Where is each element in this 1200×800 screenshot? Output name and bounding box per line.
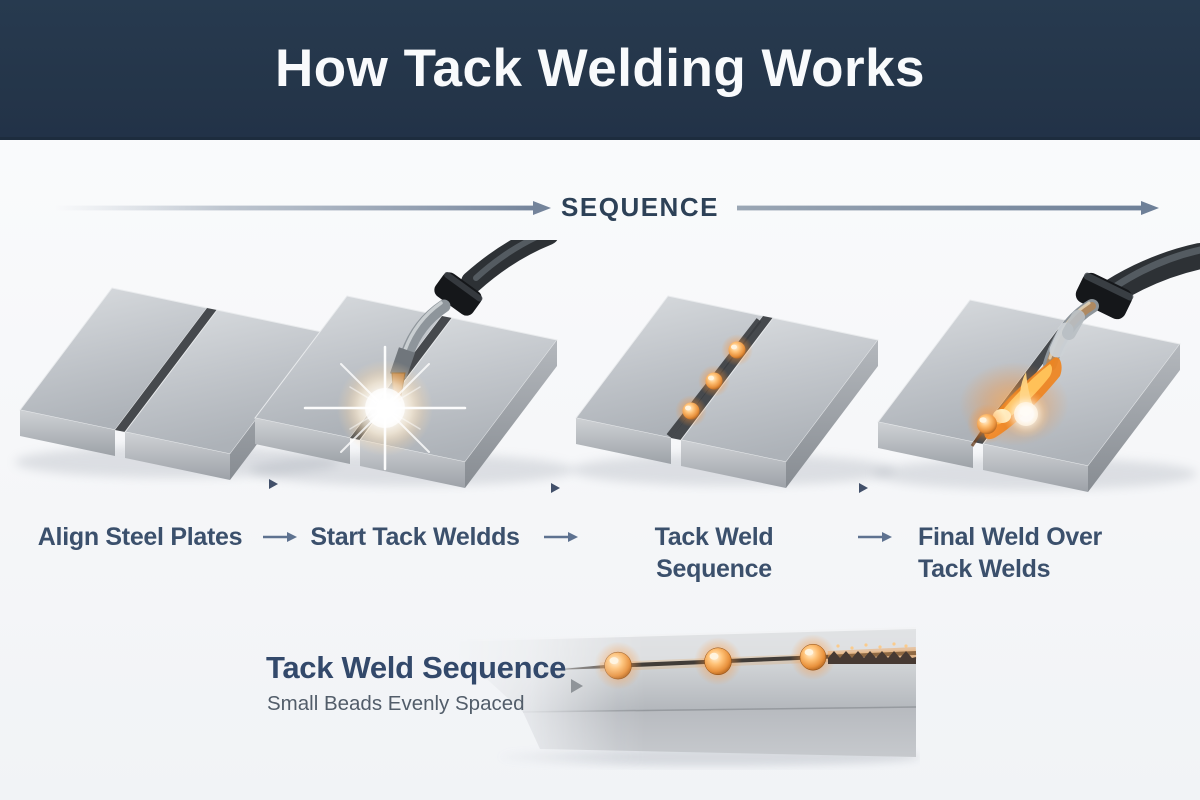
detail-title: Tack Weld Sequence: [266, 650, 567, 685]
detail-weld-bead-icon: [594, 641, 642, 690]
tack-weld-bead-icon: [721, 334, 753, 366]
step-label-start-tack-welds: Start Tack Weldds: [310, 523, 520, 551]
tack-weld-bead-icon: [698, 365, 730, 397]
step-marker-icon: [551, 483, 560, 493]
step-connector-arrow-icon: [544, 532, 578, 542]
step-connector-arrow-icon: [263, 532, 297, 542]
detail-subtitle: Small Beads Evenly Spaced: [267, 692, 525, 715]
detail-strip-illustration: [444, 627, 920, 766]
step-marker-icon: [269, 479, 278, 489]
welding-torch-icon: [1043, 243, 1200, 371]
tack-weld-bead-icon: [967, 404, 1007, 444]
detail-weld-bead-icon: [694, 637, 742, 686]
sequence-label: SEQUENCE: [561, 192, 719, 222]
step-label-final-weld: Final Weld Over Tack Welds: [918, 523, 1102, 583]
step-label-align-steel-plates: Align Steel Plates: [37, 523, 243, 551]
detail-marker-icon: [571, 679, 583, 693]
step3-tack-beads-illustration: [571, 296, 895, 488]
strip-front-face: [523, 707, 916, 757]
detail-weld-bead-icon: [790, 634, 836, 681]
header: How Tack Welding Works: [0, 0, 1200, 140]
sequence-arrow-right-icon: [737, 201, 1159, 215]
step2-torch-spark-illustration: [250, 240, 574, 488]
tack-weld-bead-icon: [675, 395, 707, 427]
step-marker-icon: [859, 483, 868, 493]
step4-final-weld-illustration: [873, 243, 1200, 492]
step-connector-arrow-icon: [858, 532, 892, 542]
step-label-tack-weld-sequence: Tack Weld Sequence: [654, 523, 774, 583]
welding-torch-icon: [389, 240, 558, 402]
weld-spark-icon: [303, 345, 467, 471]
sequence-arrow-left-icon: [55, 201, 551, 215]
ripple-weld-bead-icon: [827, 642, 917, 664]
page-title: How Tack Welding Works: [274, 39, 926, 98]
panels-illustration: [0, 240, 1200, 500]
